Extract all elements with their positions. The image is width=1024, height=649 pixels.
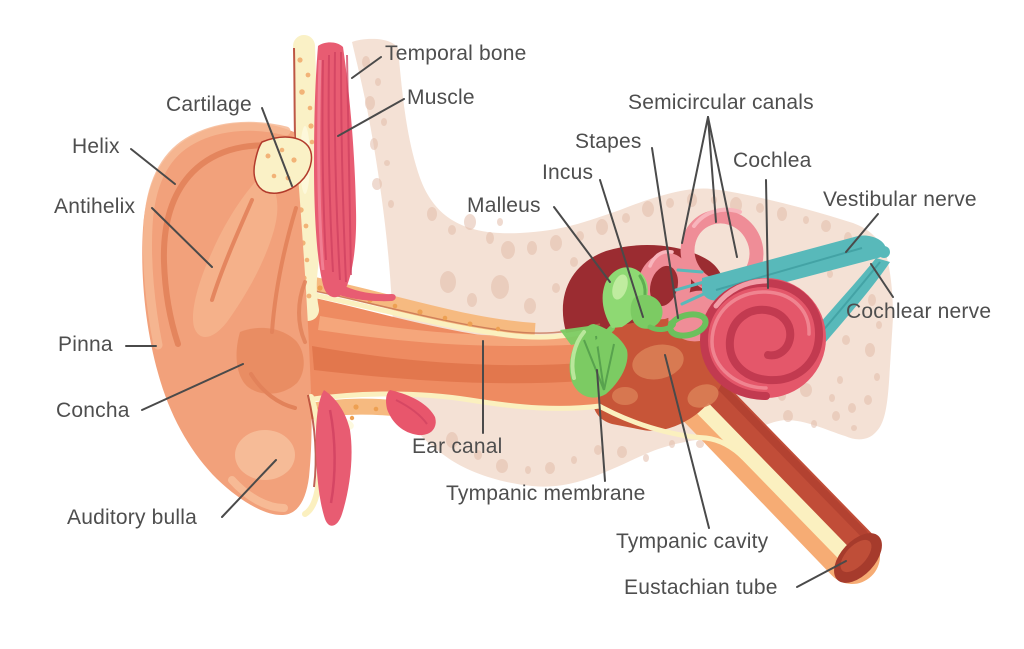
leader-cartilage (261, 107, 293, 187)
leader-cochlea (765, 179, 769, 289)
label-muscle: Muscle (407, 86, 475, 109)
leader-tympanic-membrane (596, 369, 606, 482)
auditory-bulla-patch (235, 430, 295, 480)
canal-entrance-fold (302, 390, 436, 526)
label-helix: Helix (72, 135, 120, 158)
leader-lines (125, 56, 894, 588)
label-cartilage: Cartilage (166, 93, 252, 116)
leader-auditory-bulla (221, 459, 277, 518)
leader-muscle (337, 98, 405, 137)
leader-semicircular-canals (707, 116, 738, 258)
leader-concha (141, 363, 244, 411)
cochlear-nerve-shape (810, 258, 890, 347)
label-ear-canal: Ear canal (412, 435, 503, 458)
label-semicircular-canals: Semicircular canals (628, 91, 814, 114)
leader-eustachian-tube (796, 560, 847, 588)
cartilage-bump (253, 136, 313, 194)
leader-incus (599, 179, 644, 318)
label-eustachian-tube: Eustachian tube (624, 576, 778, 599)
label-cochlea: Cochlea (733, 149, 812, 172)
label-temporal-bone: Temporal bone (385, 42, 527, 65)
nerve-fibers (674, 268, 710, 306)
leader-vestibular-nerve (845, 213, 879, 253)
muscle-shape (314, 42, 396, 302)
eustachian-tube-shape (674, 372, 882, 584)
muscle-striations (321, 51, 352, 283)
leader-antihelix (151, 207, 213, 268)
label-auditory-bulla: Auditory bulla (67, 506, 198, 529)
cartilage-bump-dots (265, 147, 297, 181)
leader-tympanic-cavity (664, 354, 710, 529)
leader-malleus (553, 206, 611, 283)
label-cochlear-nerve: Cochlear nerve (846, 300, 992, 323)
tympanic-membrane-shape (560, 324, 628, 398)
label-stapes: Stapes (575, 130, 642, 153)
label-malleus: Malleus (467, 194, 541, 217)
leader-temporal-bone (351, 56, 382, 79)
label-antihelix: Antihelix (54, 195, 136, 218)
pinna-shape (142, 121, 312, 516)
label-tympanic-cavity: Tympanic cavity (616, 530, 769, 553)
label-tympanic-membrane: Tympanic membrane (446, 482, 646, 505)
stapes-shape (667, 311, 709, 339)
label-vestibular-nerve: Vestibular nerve (823, 188, 977, 211)
leader-helix (130, 148, 176, 185)
label-incus: Incus (542, 161, 594, 184)
leader-semicircular-canals (707, 116, 717, 223)
label-pinna: Pinna (58, 333, 113, 356)
helix-fold (160, 142, 286, 347)
leader-stapes (651, 147, 679, 319)
leader-semicircular-canals (681, 116, 709, 244)
label-concha: Concha (56, 399, 130, 422)
cochlea-shape (699, 278, 826, 400)
leader-cochlear-nerve (870, 263, 894, 298)
